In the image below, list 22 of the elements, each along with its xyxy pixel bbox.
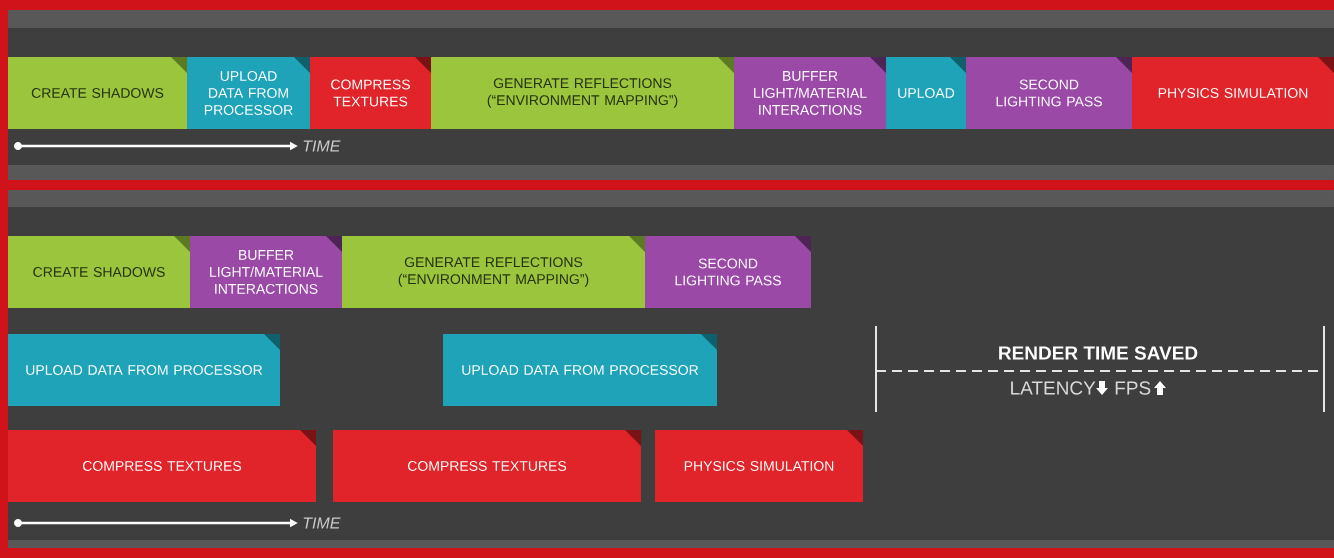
- axis-label: TIME: [303, 517, 341, 529]
- task-block: PHYSICS SIMULATION: [655, 430, 863, 502]
- annotation-text: FPS: [1115, 381, 1151, 395]
- task-block: UPLOAD DATA FROM PROCESSOR: [8, 334, 280, 406]
- task-block: BUFFER LIGHT/MATERIAL INTERACTIONS: [734, 57, 886, 129]
- task-block: UPLOAD DATA FROM PROCESSOR: [187, 57, 310, 129]
- task-block: UPLOAD DATA FROM PROCESSOR: [443, 334, 717, 406]
- task-block: CREATE SHADOWS: [8, 57, 187, 129]
- task-block: UPLOAD: [886, 57, 966, 129]
- axis-label: TIME: [303, 140, 341, 152]
- task-block: COMPRESS TEXTURES: [8, 430, 316, 502]
- task-block: GENERATE REFLECTIONS (“ENVIRONMENT MAPPING”): [342, 236, 645, 308]
- task-block: BUFFER LIGHT/MATERIAL INTERACTIONS: [190, 236, 342, 308]
- task-block: COMPRESS TEXTURES: [310, 57, 431, 129]
- task-block: PHYSICS SIMULATION: [1132, 57, 1334, 129]
- annotation-text: LATENCY: [1011, 381, 1096, 395]
- task-block: GENERATE REFLECTIONS (“ENVIRONMENT MAPPING”): [431, 57, 734, 129]
- annotation-title: RENDER TIME SAVED: [999, 346, 1198, 360]
- task-block: SECOND LIGHTING PASS: [966, 57, 1132, 129]
- task-block: SECOND LIGHTING PASS: [645, 236, 811, 308]
- task-block: COMPRESS TEXTURES: [333, 430, 641, 502]
- task-block: CREATE SHADOWS: [8, 236, 190, 308]
